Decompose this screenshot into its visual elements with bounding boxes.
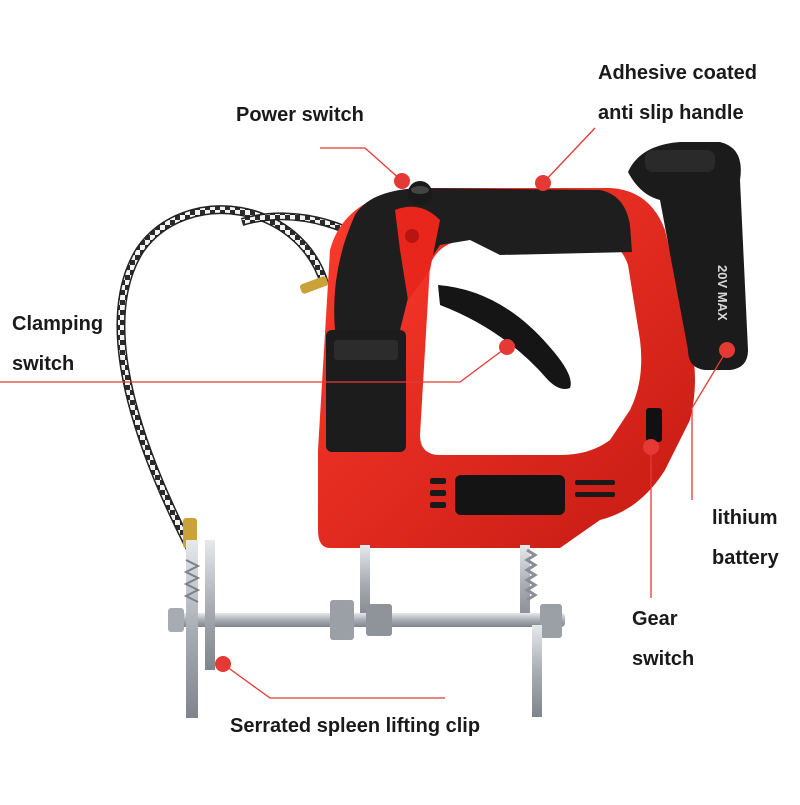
label-serrated-clip: Serrated spleen lifting clip	[230, 715, 481, 737]
battery-pack: 20V MAX	[628, 142, 748, 370]
label-handle-line1: Adhesive coated	[598, 62, 757, 84]
label-gear-line2: switch	[632, 648, 695, 670]
battery-marking: 20V MAX	[715, 265, 730, 321]
clamp-lever	[438, 285, 571, 389]
label-gear-line1: Gear	[632, 608, 678, 630]
tool-body	[318, 181, 695, 548]
label-battery-line2: battery	[712, 547, 779, 569]
label-clamping-line2: switch	[12, 353, 75, 375]
serrated-clip-assembly	[168, 540, 565, 718]
label-handle-line2: anti slip handle	[598, 102, 744, 124]
label-clamping-line1: Clamping	[12, 313, 104, 335]
label-power-switch: Power switch	[236, 104, 364, 126]
callout-leaders	[0, 127, 735, 699]
label-battery-line1: lithium	[712, 507, 778, 529]
